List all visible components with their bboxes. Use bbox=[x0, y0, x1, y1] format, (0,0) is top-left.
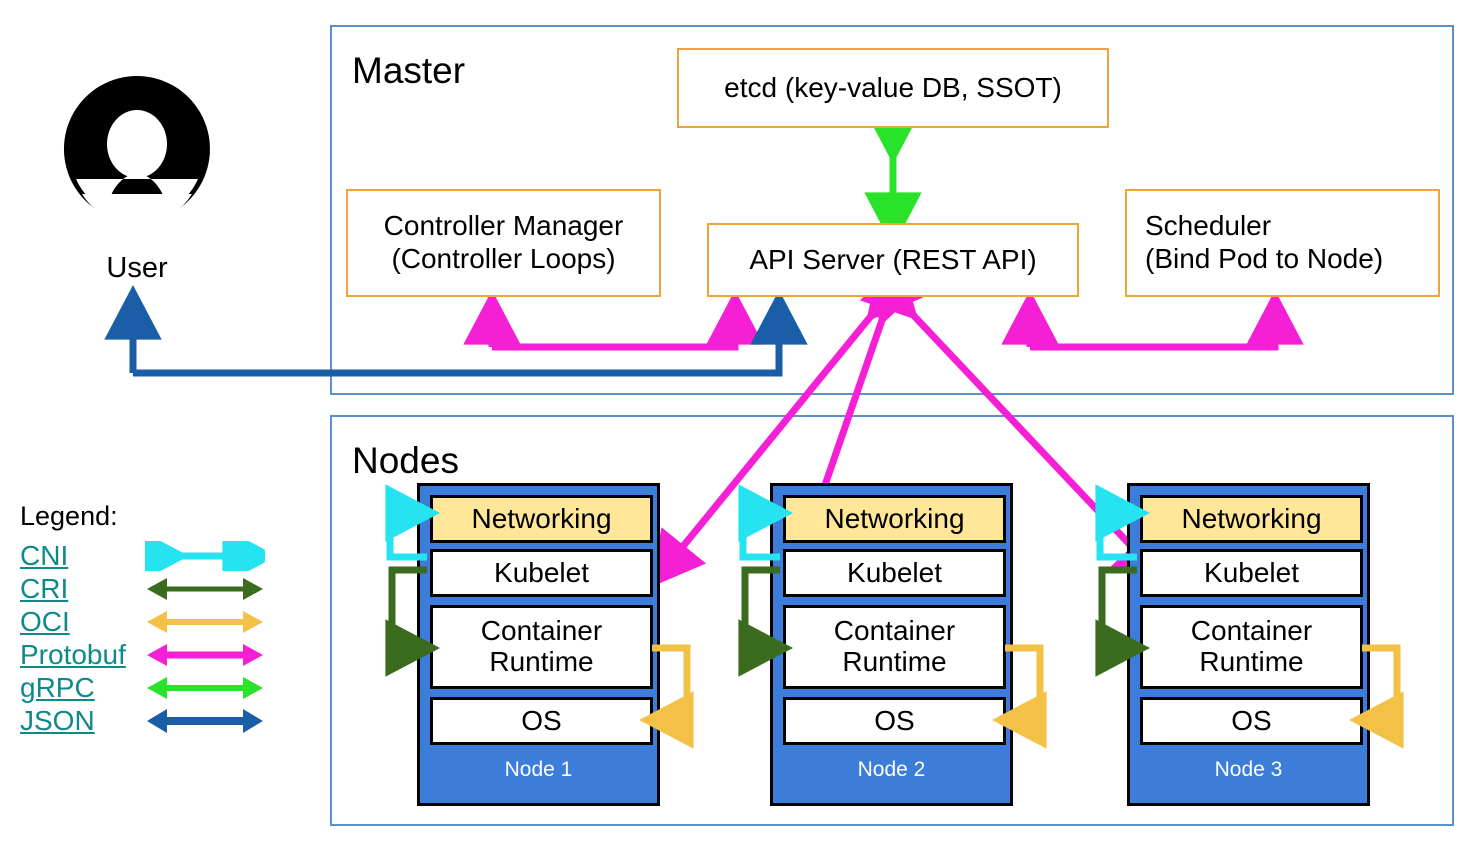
legend-label-oci[interactable]: OCI bbox=[20, 605, 70, 637]
legend-label-grpc[interactable]: gRPC bbox=[20, 671, 95, 703]
node-1-networking-layer[interactable]: Networking bbox=[430, 495, 653, 543]
node-3-networking-layer[interactable]: Networking bbox=[1140, 495, 1363, 543]
legend-item-oci[interactable]: OCI bbox=[20, 605, 265, 638]
node-2-container-runtime-label-line1: Container bbox=[833, 615, 956, 647]
scheduler-label-line2: (Bind Pod to Node) bbox=[1145, 243, 1384, 274]
node-3-os-label: OS bbox=[1231, 704, 1272, 736]
connector-cni-node1 bbox=[385, 484, 440, 561]
node-1[interactable]: Networking Kubelet Container Runtime OS … bbox=[417, 483, 660, 806]
connector-oci-node2 bbox=[992, 644, 1047, 749]
connector-cni-node3 bbox=[1095, 484, 1150, 561]
node-2-container-runtime-label-line2: Runtime bbox=[842, 646, 947, 677]
controller-manager-label-line2: (Controller Loops) bbox=[391, 243, 616, 274]
node-3-kubelet-label: Kubelet bbox=[1204, 556, 1299, 588]
legend-label-json[interactable]: JSON bbox=[20, 704, 95, 736]
legend-item-json[interactable]: JSON bbox=[20, 704, 265, 737]
legend-swatch-cni bbox=[145, 540, 265, 571]
legend-swatch-oci bbox=[147, 610, 263, 633]
node-1-networking-label: Networking bbox=[471, 502, 612, 534]
legend-label-protobuf[interactable]: Protobuf bbox=[20, 638, 126, 670]
etcd-label: etcd (key-value DB, SSOT) bbox=[724, 71, 1062, 103]
node-1-kubelet-label: Kubelet bbox=[494, 556, 589, 588]
legend-item-cni[interactable]: CNI bbox=[20, 539, 265, 572]
legend-label-cni[interactable]: CNI bbox=[20, 539, 69, 571]
connector-cri-node2 bbox=[738, 566, 793, 677]
scheduler-box[interactable]: Scheduler (Bind Pod to Node) bbox=[1125, 189, 1440, 297]
connector-cni-node2 bbox=[738, 484, 793, 561]
node-3-networking-label: Networking bbox=[1181, 502, 1322, 534]
node-3-os-layer[interactable]: OS bbox=[1140, 697, 1363, 745]
legend-item-grpc[interactable]: gRPC bbox=[20, 671, 265, 704]
legend-swatch-cri bbox=[147, 577, 263, 600]
user-avatar-icon bbox=[62, 74, 212, 226]
node-3-name: Node 3 bbox=[1214, 758, 1283, 781]
legend-swatch-protobuf bbox=[147, 643, 263, 666]
node-1-kubelet-layer[interactable]: Kubelet bbox=[430, 549, 653, 597]
connector-cri-node1 bbox=[385, 566, 440, 677]
nodes-title: Nodes bbox=[352, 440, 459, 481]
user-label: User bbox=[106, 252, 168, 284]
controller-manager-label-line1: Controller Manager bbox=[383, 210, 624, 242]
node-1-os-label: OS bbox=[521, 704, 562, 736]
node-1-container-runtime-label-line1: Container bbox=[480, 615, 603, 647]
legend-title: Legend: bbox=[20, 501, 118, 531]
node-3-container-runtime-layer[interactable]: Container Runtime bbox=[1140, 605, 1363, 689]
node-1-container-runtime-label-line2: Runtime bbox=[489, 646, 594, 677]
connector-oci-node1 bbox=[639, 644, 694, 749]
legend-item-protobuf[interactable]: Protobuf bbox=[20, 638, 265, 671]
connector-cri-node3 bbox=[1095, 566, 1150, 677]
node-1-name: Node 1 bbox=[504, 758, 573, 781]
node-3-container-runtime-label-line2: Runtime bbox=[1199, 646, 1304, 677]
legend-item-cri[interactable]: CRI bbox=[20, 572, 265, 605]
legend-swatch-grpc bbox=[147, 676, 263, 699]
controller-manager-box[interactable]: Controller Manager (Controller Loops) bbox=[346, 189, 661, 297]
connector-oci-node3 bbox=[1349, 644, 1404, 749]
legend-label-cri[interactable]: CRI bbox=[20, 572, 69, 604]
node-3-container-runtime-label-line1: Container bbox=[1190, 615, 1313, 647]
node-1-container-runtime-layer[interactable]: Container Runtime bbox=[430, 605, 653, 689]
node-1-os-layer[interactable]: OS bbox=[430, 697, 653, 745]
master-title: Master bbox=[352, 50, 466, 91]
node-3-kubelet-layer[interactable]: Kubelet bbox=[1140, 549, 1363, 597]
legend-swatch-json bbox=[147, 708, 263, 733]
scheduler-label-line1: Scheduler bbox=[1145, 210, 1272, 242]
node-2-os-label: OS bbox=[874, 704, 915, 736]
node-3[interactable]: Networking Kubelet Container Runtime OS … bbox=[1127, 483, 1370, 806]
legend: Legend: CNI CRI OCI bbox=[20, 503, 265, 737]
node-2-name: Node 2 bbox=[857, 758, 926, 781]
node-2-container-runtime-layer[interactable]: Container Runtime bbox=[783, 605, 1006, 689]
